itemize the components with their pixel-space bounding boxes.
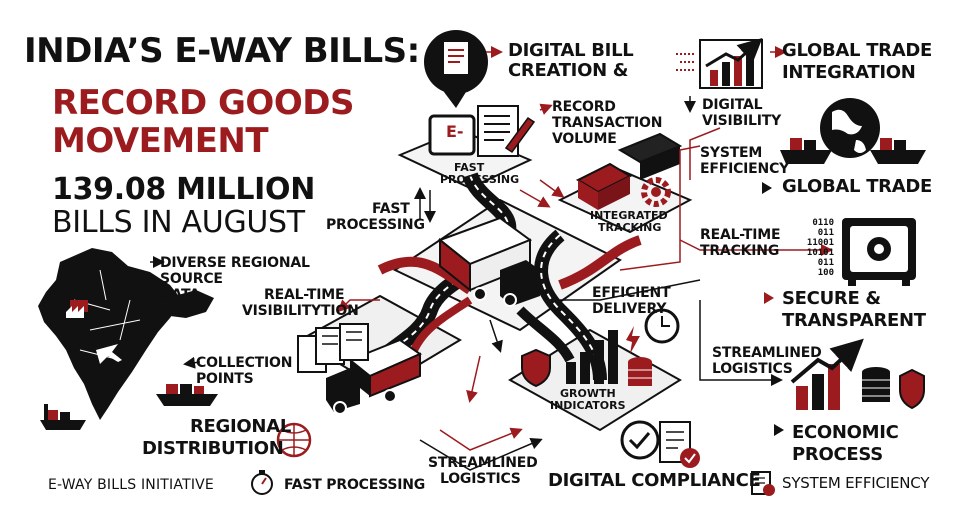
footer-fast-processing: FAST PROCESSING bbox=[284, 477, 426, 493]
label-digital-visibility-1: DIGITAL bbox=[702, 97, 763, 113]
binary-line: 0110 bbox=[812, 218, 834, 228]
train-icon bbox=[575, 132, 683, 210]
stat-caption: BILLS IN AUGUST bbox=[52, 205, 305, 240]
connector-arrows bbox=[150, 46, 833, 471]
label-digital-bill-2: CREATION & bbox=[508, 60, 629, 81]
label-integrated-1: INTEGRATED bbox=[590, 209, 668, 222]
documents-icon-left bbox=[297, 323, 369, 373]
cargo-ship-icon-left bbox=[40, 404, 86, 430]
binary-line: 100 bbox=[817, 268, 834, 278]
label-record-tx-3: VOLUME bbox=[552, 131, 617, 147]
label-digital-compliance: DIGITAL COMPLIANCE bbox=[548, 470, 761, 491]
label-growth-2: INDICATORS bbox=[550, 399, 626, 412]
label-streamlined-right-1: STREAMLINED bbox=[712, 345, 822, 361]
growth-indicators-icon bbox=[521, 326, 652, 388]
cargo-ship-icon-right bbox=[780, 138, 926, 164]
economic-growth-icon bbox=[790, 338, 925, 410]
label-realtime-vis-2: VISIBILITYTION bbox=[242, 303, 359, 319]
globe-network-icon bbox=[276, 422, 312, 458]
binary-line: 11001 bbox=[806, 238, 834, 248]
label-digital-visibility-2: VISIBILITY bbox=[702, 113, 782, 129]
compliance-check-icon bbox=[620, 420, 700, 468]
stopwatch-icon bbox=[251, 470, 273, 495]
label-secure-1: SECURE & bbox=[782, 288, 881, 309]
label-regional-1: REGIONAL bbox=[190, 416, 291, 437]
label-growth-1: GROWTH bbox=[560, 387, 616, 400]
label-realtime-tracking-2: TRACKING bbox=[700, 243, 780, 259]
label-system-efficiency-2: EFFICIENCY bbox=[700, 161, 790, 177]
label-global-trade-int-1: GLOBAL TRADE bbox=[782, 40, 932, 61]
label-diverse-1: DIVERSE REGIONAL bbox=[160, 255, 310, 271]
label-record-tx-1: RECORD bbox=[552, 99, 616, 115]
footer-initiative: E-WAY BILLS INITIATIVE bbox=[48, 477, 214, 493]
truck-icon-center bbox=[437, 216, 540, 307]
label-streamlined-right-2: LOGISTICS bbox=[712, 361, 793, 377]
label-global-trade-int-2: INTEGRATION bbox=[782, 62, 916, 83]
doc-badge: e- bbox=[446, 122, 464, 141]
binary-line: 011 bbox=[817, 228, 834, 238]
binary-code: 0110 011 11001 10101 011 100 bbox=[774, 218, 834, 278]
label-system-efficiency-1: SYSTEM bbox=[700, 145, 763, 161]
gear-icon bbox=[641, 177, 671, 207]
document-check-icon bbox=[751, 471, 775, 496]
label-diverse-2: SOURCE bbox=[160, 271, 223, 287]
factory-icon bbox=[66, 306, 84, 318]
bullet-triangles bbox=[762, 182, 784, 436]
label-collection-1: COLLECTION bbox=[196, 355, 293, 371]
label-collection-2: POINTS bbox=[196, 371, 254, 387]
label-fast-processing-1: FAST bbox=[372, 201, 410, 217]
label-fast-processing-small-1: FAST bbox=[454, 161, 485, 174]
label-fast-processing-2: PROCESSING bbox=[326, 217, 425, 233]
label-integrated-2: TRACKING bbox=[598, 221, 662, 234]
title-line-3: MOVEMENT bbox=[52, 121, 269, 161]
clock-icon bbox=[644, 308, 680, 344]
label-economic-2: PROCESS bbox=[792, 444, 883, 465]
label-efficient-2: DELIVERY bbox=[592, 301, 667, 317]
title-line-1: INDIA’S E-WAY BILLS: bbox=[24, 31, 420, 71]
label-realtime-vis-1: REAL-TIME bbox=[264, 287, 345, 303]
label-digital-bill-1: DIGITAL BILL bbox=[508, 40, 634, 61]
footer-system-efficiency: SYSTEM EFFICIENCY bbox=[782, 474, 930, 492]
safe-icon bbox=[842, 218, 916, 286]
title-line-2: RECORD GOODS bbox=[52, 83, 354, 123]
label-diverse-3: DATA bbox=[160, 287, 200, 303]
cargo-ship-icon-mid bbox=[156, 384, 218, 406]
label-global-trade: GLOBAL TRADE bbox=[782, 176, 932, 197]
truck-icon-left bbox=[326, 338, 423, 415]
growth-chart-icon-top bbox=[676, 37, 763, 89]
label-record-tx-2: TRANSACTION bbox=[552, 115, 663, 131]
globe-icon bbox=[820, 98, 880, 158]
stat-value: 139.08 MILLION bbox=[52, 172, 316, 207]
binary-line: 011 bbox=[817, 258, 834, 268]
label-efficient-1: EFFICIENT bbox=[592, 285, 671, 301]
label-fast-processing-small-2: PROCESSING bbox=[440, 173, 520, 186]
document-tablet-icon bbox=[428, 105, 536, 157]
label-secure-2: TRANSPARENT bbox=[782, 310, 926, 331]
label-economic-1: ECONOMIC bbox=[792, 422, 899, 443]
label-streamlined-bottom-2: LOGISTICS bbox=[440, 471, 521, 487]
label-streamlined-bottom-1: STREAMLINED bbox=[428, 455, 538, 471]
invoice-bubble-icon bbox=[424, 30, 488, 108]
label-regional-2: DISTRIBUTION bbox=[142, 438, 284, 459]
label-realtime-tracking-1: REAL-TIME bbox=[700, 227, 781, 243]
binary-line: 10101 bbox=[806, 248, 834, 258]
